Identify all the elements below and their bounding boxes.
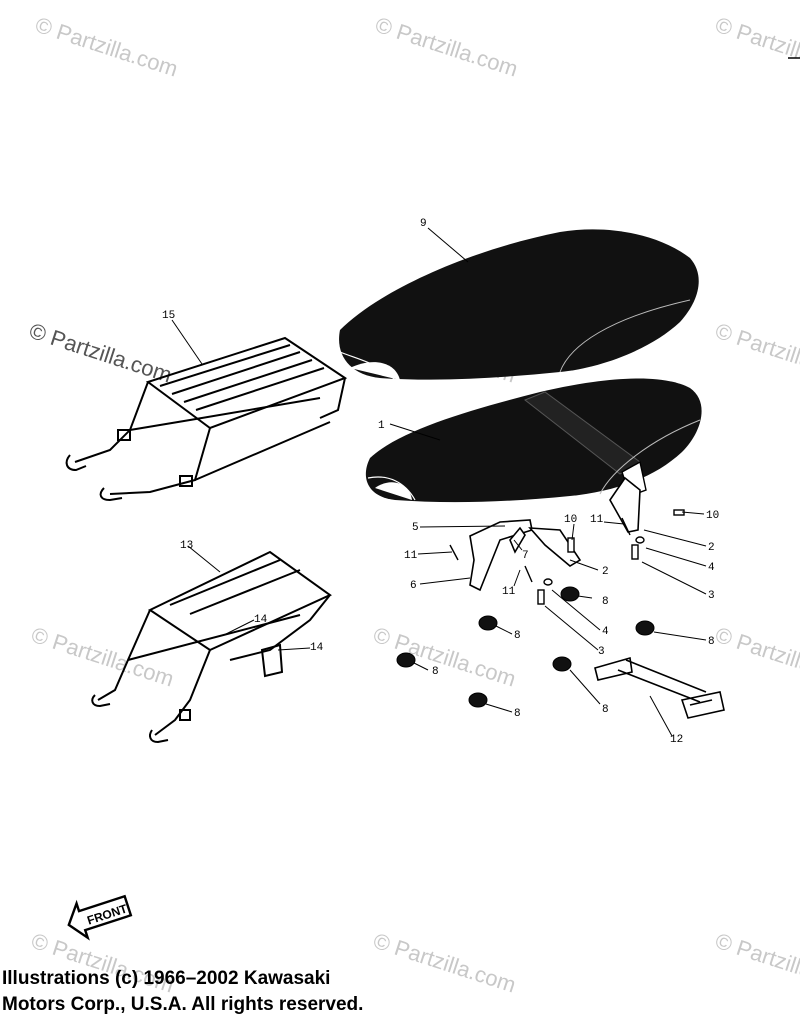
callout-14: 14 xyxy=(254,614,268,626)
callout-11: 11 xyxy=(404,550,418,562)
damper-8 xyxy=(396,586,655,708)
callout-13: 13 xyxy=(180,540,193,552)
callout-2: 2 xyxy=(708,542,715,554)
front-arrow-icon: FRONT xyxy=(67,894,133,941)
seat-9 xyxy=(339,229,699,381)
callout-3: 3 xyxy=(708,590,715,602)
callout-5: 5 xyxy=(412,522,419,534)
callout-numbers: 9 15 1 10 10 11 11 11 5 6 7 2 2 3 3 4 4 … xyxy=(162,218,719,746)
seat-bracket xyxy=(469,476,641,592)
seat-1 xyxy=(365,378,702,503)
callout-8: 8 xyxy=(432,666,439,678)
fasteners xyxy=(449,509,685,605)
callout-9: 9 xyxy=(420,218,427,230)
callout-4: 4 xyxy=(708,562,715,574)
callout-8: 8 xyxy=(602,596,609,608)
callout-8: 8 xyxy=(514,630,521,642)
callout-8: 8 xyxy=(708,636,715,648)
rack-13 xyxy=(91,550,332,744)
strap-12 xyxy=(594,656,725,719)
callout-14: 14 xyxy=(310,642,324,654)
callout-4: 4 xyxy=(602,626,609,638)
rack-15 xyxy=(65,336,348,502)
callout-11: 11 xyxy=(502,586,516,598)
callout-15: 15 xyxy=(162,310,175,322)
callout-12: 12 xyxy=(670,734,683,746)
callout-6: 6 xyxy=(410,580,417,592)
copyright-notice: Illustrations (c) 1966–2002 Kawasaki Mot… xyxy=(2,966,522,1018)
callout-8: 8 xyxy=(514,708,521,720)
copyright-line-2: Motors Corp., U.S.A. All rights reserved… xyxy=(2,994,364,1015)
callout-10: 10 xyxy=(706,510,719,522)
callout-8: 8 xyxy=(602,704,609,716)
callout-7: 7 xyxy=(522,550,529,562)
callout-10: 10 xyxy=(564,514,577,526)
callout-1: 1 xyxy=(378,420,385,432)
callout-3: 3 xyxy=(598,646,605,658)
leader-lines xyxy=(171,227,707,737)
callout-11: 11 xyxy=(590,514,604,526)
copyright-line-1: Illustrations (c) 1966–2002 Kawasaki xyxy=(2,968,331,989)
callout-2: 2 xyxy=(602,566,609,578)
